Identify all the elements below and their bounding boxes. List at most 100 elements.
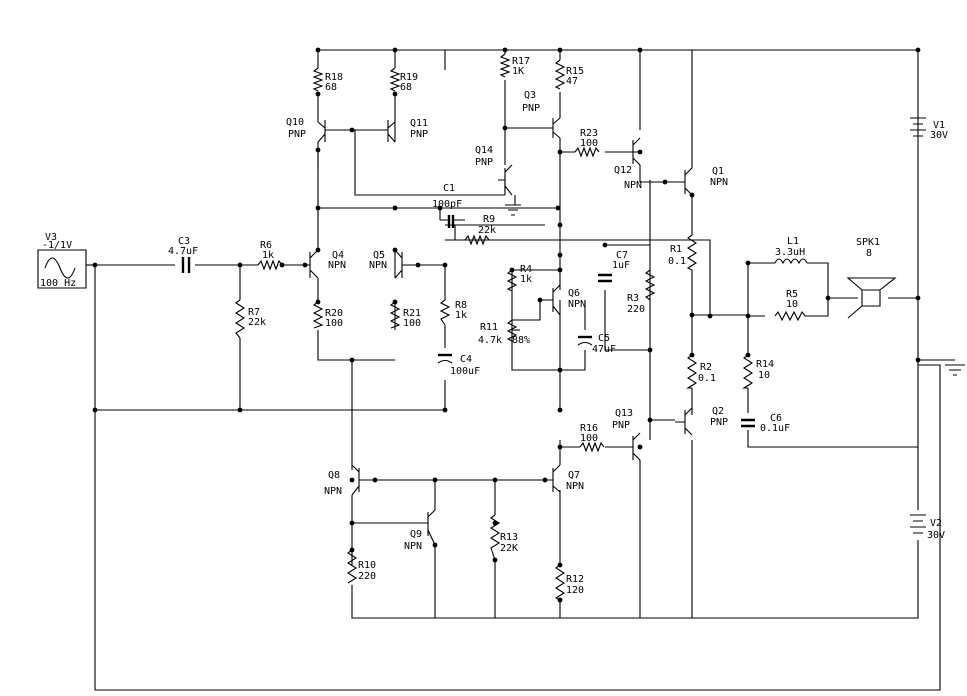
label-L1-value: 3.3uH [775, 247, 805, 258]
label-C6-value: 0.1uF [760, 423, 790, 434]
label-C7-name: C7 [616, 250, 628, 261]
transistor-Q6 [540, 284, 561, 316]
transistor-Q8 [351, 464, 362, 496]
label-R16-name: R16 [580, 423, 598, 434]
label-R1-name: R1 [670, 244, 682, 255]
label-SPK1-name: SPK1 [856, 237, 880, 248]
label-R14-name: R14 [756, 359, 774, 370]
capacitor-C6 [741, 418, 755, 428]
label-Q6-value: NPN [568, 299, 586, 310]
resistor-R13 [489, 514, 501, 561]
label-R13-name: R13 [500, 532, 518, 543]
label-R21-value: 100 [403, 318, 421, 329]
transistor-Q13 [625, 432, 641, 461]
label-R1-value: 0.1 [668, 256, 686, 267]
label-R9-value: 22k [478, 225, 496, 236]
label-R23-name: R23 [580, 128, 598, 139]
transistor-Q4 [305, 249, 319, 279]
label-R12-name: R12 [566, 574, 584, 585]
label-R3-name: R3 [627, 293, 639, 304]
resistor-R9 [464, 234, 490, 246]
transistor-Q7 [545, 464, 561, 493]
label-Q1-name: Q1 [712, 166, 724, 177]
label-Q14-name: Q14 [475, 145, 493, 156]
label-R4-name: R4 [520, 264, 532, 275]
label-V3-name: V3 [45, 232, 57, 243]
resistor-R12 [554, 564, 566, 601]
label-Q12-name: Q12 [614, 165, 632, 176]
label-Q7-name: Q7 [568, 470, 580, 481]
label-R15-name: R15 [566, 66, 584, 77]
label-C5-value: 47uF [592, 344, 616, 355]
resistor-R4 [506, 269, 518, 292]
resistor-R17 [499, 53, 511, 78]
label-Q3-name: Q3 [524, 90, 536, 101]
labels: V3 -1/1V 100 Hz C3 4.7uF R6 1k R7 22k R1… [40, 56, 948, 596]
resistor-R15 [554, 59, 566, 90]
label-R7-name: R7 [248, 307, 260, 318]
label-Q8-value: NPN [324, 486, 342, 497]
capacitor-C3 [181, 257, 191, 273]
label-R11-name: R11 [480, 322, 498, 333]
label-R6-value: 1k [262, 250, 274, 261]
transistor-Q14 [498, 164, 513, 196]
label-R2-name: R2 [700, 362, 712, 373]
label-R7-value: 22k [248, 317, 266, 328]
label-Q2-name: Q2 [712, 406, 724, 417]
source-V3 [37, 249, 87, 289]
ground-icon [945, 364, 965, 376]
resistors [234, 53, 810, 601]
label-SPK1-value: 8 [866, 248, 872, 259]
speaker-SPK1 [846, 277, 897, 319]
label-Q4-name: Q4 [332, 250, 344, 261]
label-Q11-name: Q11 [410, 118, 428, 129]
label-Q5-name: Q5 [373, 250, 385, 261]
resistor-R2 [686, 354, 698, 389]
label-L1-name: L1 [787, 236, 799, 247]
label-R20-value: 100 [325, 318, 343, 329]
label-R18-value: 68 [325, 82, 337, 93]
label-Q12-value: NPN [624, 180, 642, 191]
label-V3-value: -1/1V [42, 240, 72, 251]
label-R15-value: 47 [566, 76, 578, 87]
label-C1-value: 100pF [432, 199, 462, 210]
label-R5-name: R5 [786, 289, 798, 300]
label-C5-name: C5 [598, 333, 610, 344]
label-C7-value: 1uF [612, 260, 630, 271]
label-R4-value: 1k [520, 274, 532, 285]
label-R10-value: 220 [358, 571, 376, 582]
label-V2-value: 30V [927, 530, 945, 541]
transistor-Q9 [425, 509, 436, 546]
label-C1-name: C1 [443, 183, 455, 194]
resistor-R19 [389, 67, 401, 92]
label-R17-value: 1K [512, 66, 524, 77]
junctions [92, 47, 921, 603]
label-R16-value: 100 [580, 433, 598, 444]
label-C4-value: 100uF [450, 366, 480, 377]
resistor-R7 [234, 299, 246, 339]
label-Q6-name: Q6 [568, 288, 580, 299]
wires [94, 49, 955, 691]
resistor-R20 [312, 301, 324, 329]
capacitor-C1 [447, 215, 455, 228]
label-R8-value: 1k [455, 310, 467, 321]
label-C4-name: C4 [460, 354, 472, 365]
label-R5-value: 10 [786, 299, 798, 310]
sine-wave-icon [44, 257, 76, 279]
resistor-R5 [774, 310, 810, 322]
ground-icon [505, 204, 521, 216]
battery-V1 [910, 117, 926, 145]
transistors [305, 117, 693, 546]
label-R6-name: R6 [260, 240, 272, 251]
resistor-R8 [439, 299, 451, 326]
label-R2-value: 0.1 [698, 373, 716, 384]
transistor-Q11 [380, 120, 396, 143]
resistor-R16 [579, 441, 605, 453]
label-Q14-value: PNP [475, 157, 493, 168]
resistor-R3 [644, 269, 656, 301]
label-R3-value: 220 [627, 304, 645, 315]
resistor-R1 [686, 234, 698, 271]
inductor-L1 [765, 258, 810, 265]
label-V3-freq: 100 Hz [40, 278, 76, 289]
